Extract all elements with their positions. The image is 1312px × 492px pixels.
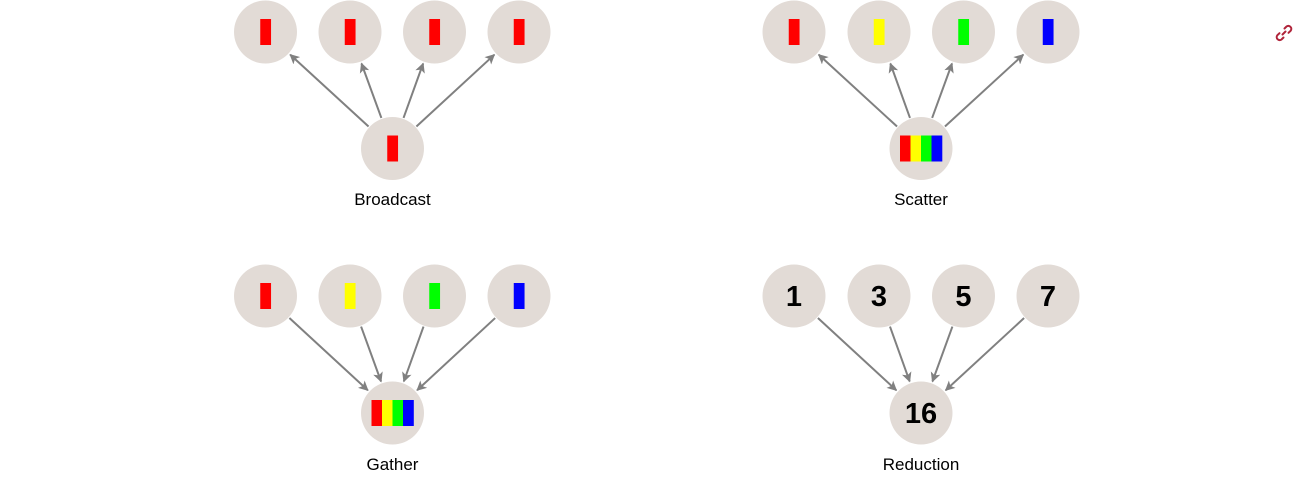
process-node: [762, 0, 826, 64]
arrow-edge: [817, 317, 898, 392]
yellow-data-block: [910, 135, 922, 162]
root-node: [889, 117, 953, 180]
red-data-block: [344, 19, 356, 45]
root-node: 16: [889, 381, 953, 445]
red-data-block: [900, 135, 911, 162]
broadcast-panel: Broadcast: [234, 0, 551, 209]
blue-data-block: [403, 400, 414, 426]
reduction-label: Reduction: [883, 455, 960, 474]
process-node: [403, 264, 466, 328]
node-value: 16: [905, 398, 937, 430]
process-node: [932, 0, 995, 64]
arrow-edge: [944, 317, 1025, 392]
blue-data-block: [513, 283, 525, 309]
node-value: 5: [955, 281, 971, 313]
process-node: 5: [932, 264, 995, 328]
red-data-block: [429, 19, 441, 45]
blue-data-block: [931, 135, 943, 162]
node-circle: [847, 264, 911, 328]
green-data-block: [392, 400, 404, 426]
process-node: [487, 0, 551, 64]
process-node: [1016, 0, 1080, 64]
process-node: [847, 0, 911, 64]
blue-data-block: [1042, 19, 1054, 45]
red-data-block: [371, 400, 383, 426]
arrow-edge: [817, 53, 898, 128]
root-node: [361, 381, 424, 445]
arrow-edge: [889, 326, 912, 383]
arrow-edge: [930, 326, 954, 383]
node-value: 1: [786, 281, 802, 313]
red-data-block: [260, 283, 272, 309]
arrow-edge: [944, 53, 1025, 128]
yellow-data-block: [382, 400, 393, 426]
process-node: [234, 264, 297, 328]
arrow-edge: [402, 62, 425, 119]
gather-panel: Gather: [234, 264, 551, 474]
red-data-block: [387, 135, 399, 162]
red-data-block: [513, 19, 525, 45]
process-node: [234, 0, 297, 64]
arrow-edge: [359, 62, 383, 119]
green-data-block: [958, 19, 970, 45]
process-node: [318, 0, 382, 64]
red-data-block: [788, 19, 800, 45]
green-data-block: [429, 283, 441, 309]
scatter-label: Scatter: [894, 190, 948, 209]
node-circle: [1016, 264, 1080, 328]
yellow-data-block: [873, 19, 885, 45]
node-value: 3: [871, 281, 887, 313]
yellow-data-block: [344, 283, 356, 309]
process-node: [403, 0, 466, 64]
root-node: [361, 117, 424, 180]
gather-label: Gather: [367, 455, 419, 474]
link-icon[interactable]: [1274, 23, 1294, 43]
arrow-edge: [415, 53, 496, 128]
arrow-edge: [888, 62, 911, 119]
node-value: 7: [1040, 281, 1056, 313]
arrow-edge: [288, 317, 369, 392]
arrow-edge: [416, 317, 496, 391]
scatter-panel: Scatter: [762, 0, 1080, 209]
process-node: [318, 264, 382, 328]
node-circle: [889, 381, 953, 445]
arrow-edge: [360, 326, 383, 383]
process-node: 1: [762, 264, 826, 328]
process-node: 7: [1016, 264, 1080, 328]
arrow-edge: [289, 53, 370, 128]
arrow-edge: [931, 62, 954, 119]
broadcast-label: Broadcast: [354, 190, 431, 209]
arrow-edge: [402, 326, 425, 383]
node-circle: [932, 264, 995, 328]
process-node: [487, 264, 551, 328]
process-node: 3: [847, 264, 911, 328]
red-data-block: [260, 19, 272, 45]
node-circle: [762, 264, 826, 328]
green-data-block: [921, 135, 932, 162]
